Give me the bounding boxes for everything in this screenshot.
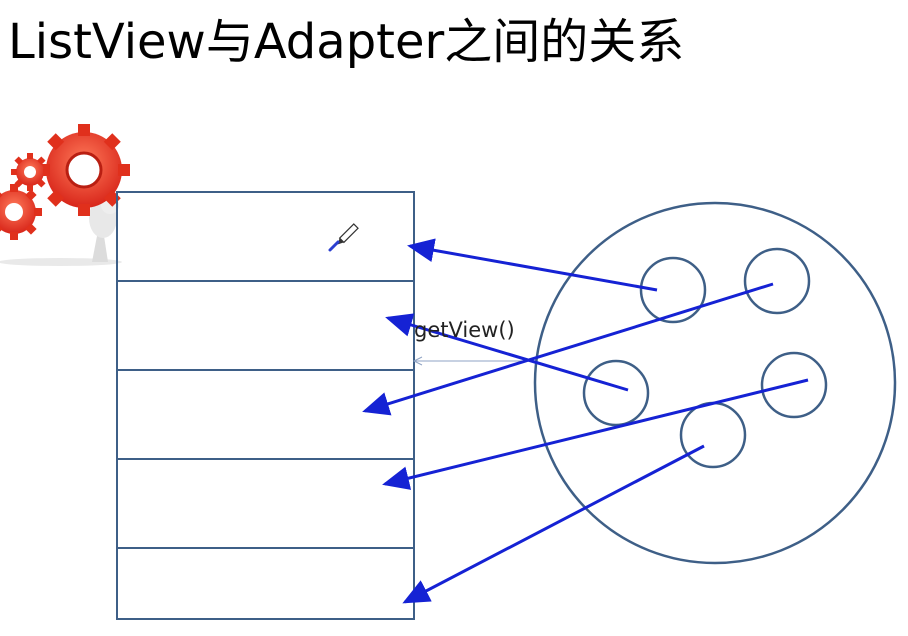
adapter-datasource [533,201,897,565]
data-item-circle [679,401,747,469]
binding-arrow [382,378,809,490]
listview [116,191,415,620]
binding-arrow [402,444,705,604]
getview-guide-arrowhead [412,356,423,366]
data-item-circle [582,359,650,427]
data-item-circle [743,247,811,315]
gears-figure-icon [0,124,130,266]
binding-arrows [362,238,809,604]
binding-arrow [362,282,774,416]
pencil-stroke [328,240,340,252]
adapter-outer-circle [533,201,897,565]
binding-arrow [385,313,629,392]
data-item-circle [760,351,828,419]
listview-frame [116,191,415,620]
getview-method-label: getView() [414,318,515,342]
data-item-circle [639,256,707,324]
slide-title: ListView与Adapter之间的关系 [8,14,685,70]
binding-arrow [407,238,658,292]
pencil-cursor-icon [337,223,359,245]
